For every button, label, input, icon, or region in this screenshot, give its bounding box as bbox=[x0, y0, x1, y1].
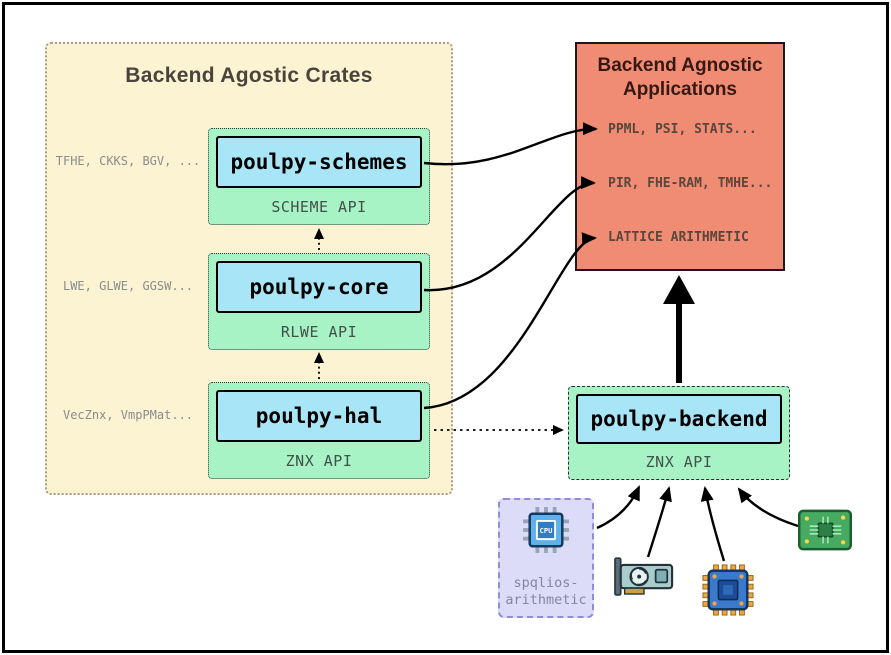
crate-box-poulpy-core: poulpy-core bbox=[216, 261, 422, 313]
side-label-hal: VecZnx, VmpPMat... bbox=[62, 408, 194, 422]
arrow-pcb-to-backend bbox=[737, 487, 799, 528]
crate-name-hal: poulpy-hal bbox=[255, 404, 383, 428]
arrow-gpu-to-backend bbox=[646, 486, 672, 558]
crate-group-core: poulpy-core RLWE API bbox=[208, 253, 430, 350]
cpu-pins bbox=[523, 507, 569, 553]
applications-title-line1: Backend Agnostic bbox=[597, 55, 763, 76]
cpu-icon-svg: CPU bbox=[523, 507, 569, 553]
crate-group-hal: poulpy-hal ZNX API bbox=[208, 382, 430, 479]
app-item-ppml: PPML, PSI, STATS... bbox=[608, 122, 757, 137]
arrow-cpu-to-backend bbox=[596, 485, 641, 530]
spqlios-panel: CPU spqlios- arithmetic bbox=[498, 498, 594, 618]
cpu-text: CPU bbox=[540, 526, 553, 535]
crate-box-poulpy-backend: poulpy-backend bbox=[576, 394, 782, 444]
microchip-icon bbox=[702, 564, 754, 621]
api-label-scheme: SCHEME API bbox=[271, 198, 367, 216]
cpu-die bbox=[535, 519, 557, 541]
spqlios-label-line2: arithmetic bbox=[505, 592, 587, 608]
api-label-znx: ZNX API bbox=[285, 452, 353, 470]
app-item-pir: PIR, FHE-RAM, TMHE... bbox=[608, 176, 773, 191]
crate-group-backend: poulpy-backend ZNX API bbox=[568, 386, 790, 480]
cpu-icon: CPU bbox=[523, 507, 569, 553]
gpu-icon-svg bbox=[614, 557, 674, 596]
spqlios-label: spqlios- arithmetic bbox=[500, 575, 592, 609]
crate-group-schemes: poulpy-schemes SCHEME API bbox=[208, 128, 430, 225]
arrow-backend-to-apps-head bbox=[663, 275, 695, 304]
applications-panel: Backend Agnostic Applications PPML, PSI,… bbox=[575, 42, 785, 271]
app-item-lattice: LATTICE ARITHMETIC bbox=[608, 230, 749, 245]
gpu-icon bbox=[613, 557, 675, 605]
crate-box-poulpy-schemes: poulpy-schemes bbox=[216, 136, 422, 188]
applications-title: Backend Agnostic Applications bbox=[577, 54, 783, 102]
microchip-icon-svg bbox=[702, 564, 754, 616]
circuit-board-icon-svg bbox=[797, 509, 853, 551]
side-label-core: LWE, GLWE, GGSW... bbox=[62, 279, 194, 293]
spqlios-label-line1: spqlios- bbox=[513, 575, 579, 591]
api-label-rlwe: RLWE API bbox=[280, 323, 358, 341]
arrow-microchip-to-backend bbox=[700, 486, 726, 562]
crate-name-backend: poulpy-backend bbox=[590, 407, 768, 431]
applications-title-line2: Applications bbox=[622, 79, 737, 100]
crates-panel-title: Backend Agostic Crates bbox=[125, 64, 373, 87]
circuit-board-icon bbox=[797, 509, 853, 556]
crate-box-poulpy-hal: poulpy-hal bbox=[216, 390, 422, 442]
api-label-backend-znx: ZNX API bbox=[645, 453, 713, 471]
side-label-schemes: TFHE, CKKS, BGV, ... bbox=[55, 154, 201, 168]
crate-name-schemes: poulpy-schemes bbox=[230, 150, 408, 174]
crate-name-core: poulpy-core bbox=[249, 275, 389, 299]
